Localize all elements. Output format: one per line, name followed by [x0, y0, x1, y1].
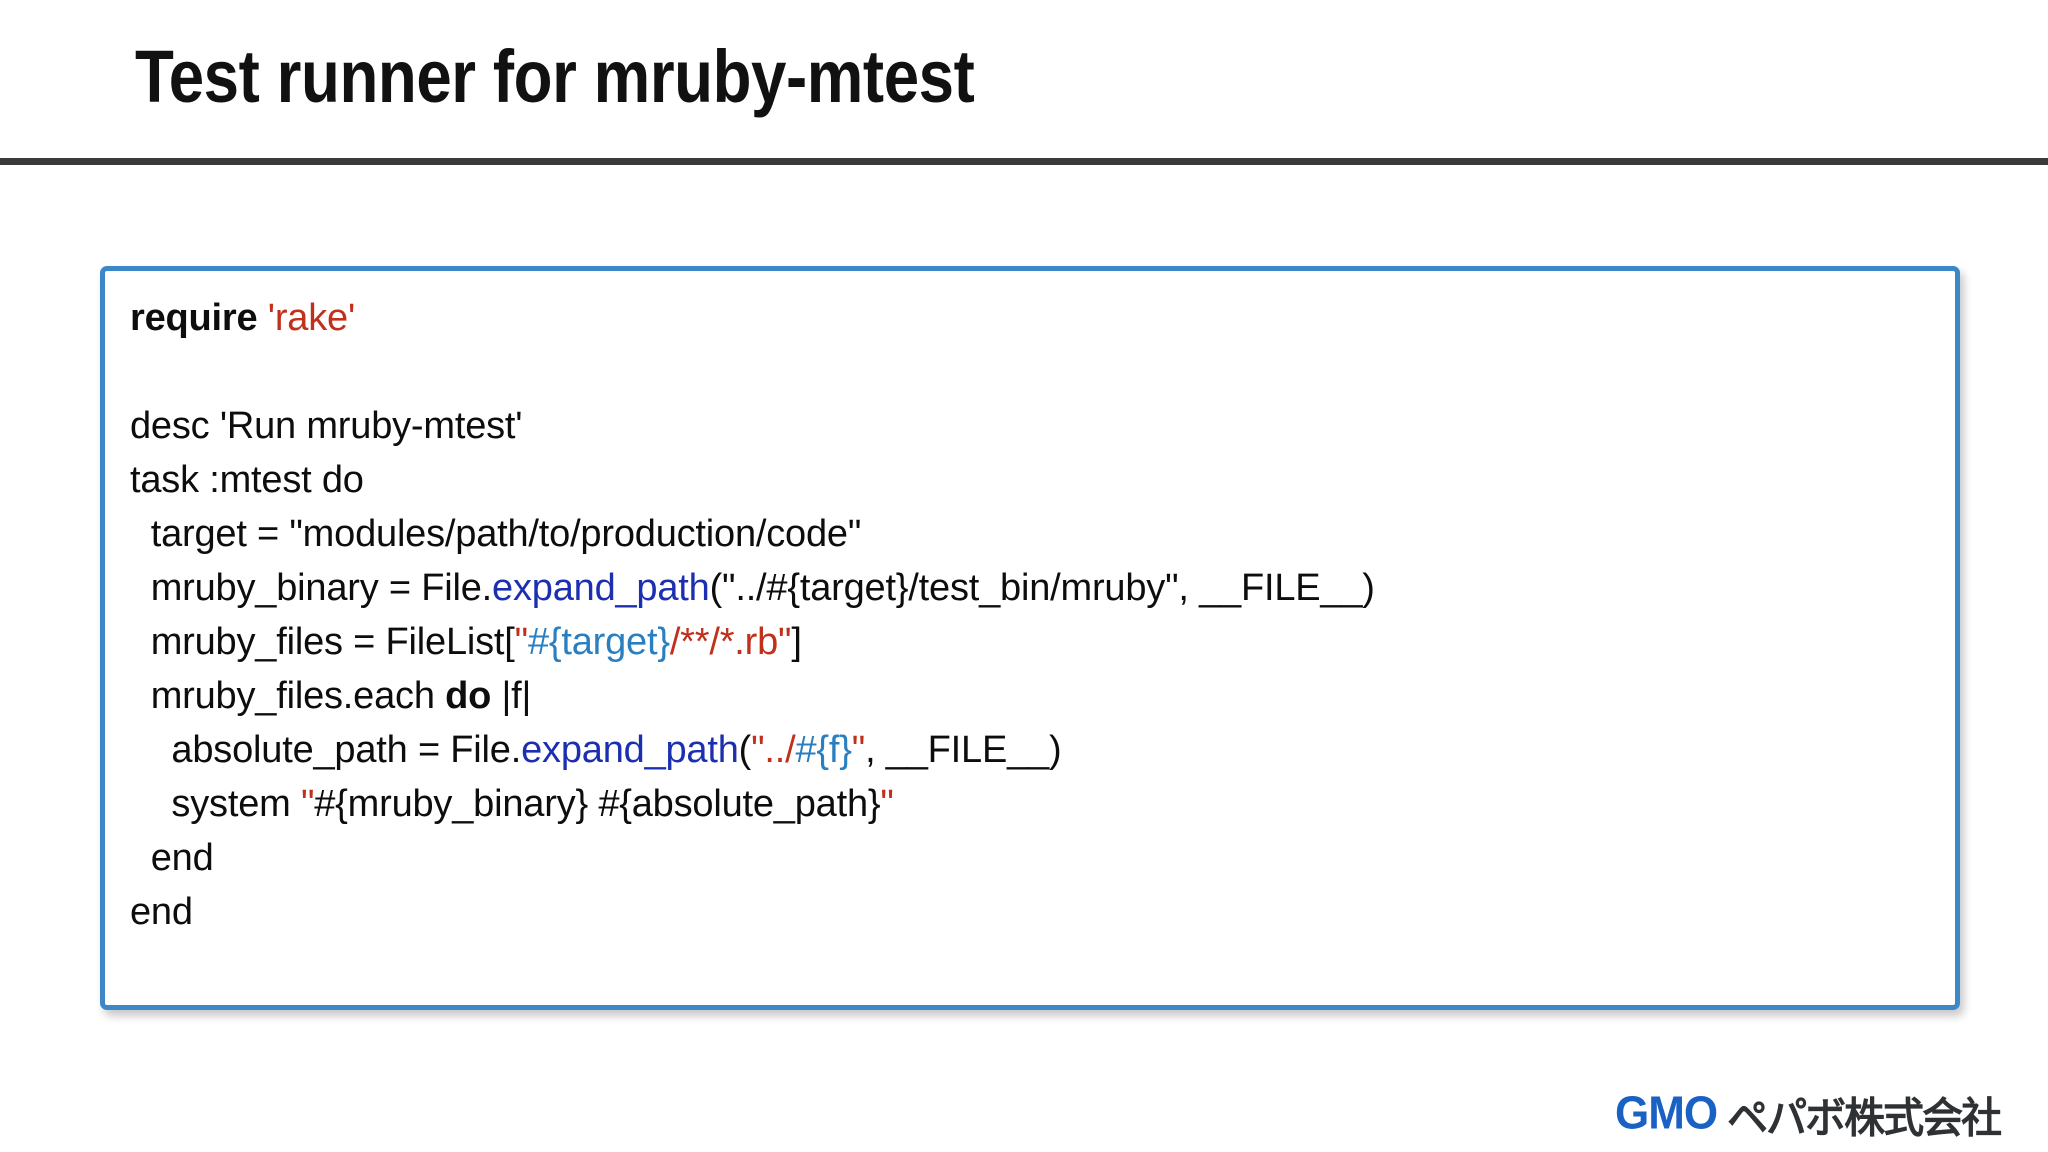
code-line: end	[130, 885, 1945, 939]
code-token-plain: mruby_binary = File.	[130, 567, 493, 609]
code-token-plain: , __FILE__)	[865, 729, 1062, 771]
code-token-plain: (	[738, 729, 752, 771]
code-token-string: "../	[751, 729, 796, 771]
code-token-interp: #{f}	[795, 729, 852, 771]
code-token-plain: ]	[791, 621, 802, 663]
code-line: mruby_files.each do |f|	[130, 669, 1945, 723]
code-token-string: "	[514, 621, 529, 663]
code-line: absolute_path = File.expand_path("../#{f…	[130, 723, 1945, 777]
logo-company-jp-text: ペパボ株式会社	[1727, 1093, 2002, 1143]
code-block-card: require 'rake' desc 'Run mruby-mtest' tas…	[100, 266, 1960, 1010]
code-line: end	[130, 831, 1945, 885]
brand-logo: GMO ペパボ株式会社	[1615, 1087, 2002, 1143]
code-line: system "#{mruby_binary} #{absolute_path}…	[130, 777, 1945, 831]
code-token-plain: |f|	[491, 675, 532, 717]
code-token-plain: mruby_files.each	[130, 675, 446, 717]
code-line: require 'rake'	[130, 291, 1945, 345]
code-token-plain: ("../#{target}/test_bin/mruby", __FILE__…	[709, 567, 1375, 609]
code-line	[130, 345, 1945, 399]
code-token-string: 'rake'	[267, 297, 356, 339]
code-token-string: "	[851, 729, 866, 771]
code-token-method: expand_path	[521, 729, 739, 771]
code-token-string: "	[880, 783, 894, 825]
code-token-plain: desc 'Run mruby-mtest'	[130, 405, 523, 447]
code-line: mruby_binary = File.expand_path("../#{ta…	[130, 561, 1945, 615]
title-divider	[0, 158, 2048, 165]
code-token-keyword: do	[445, 675, 492, 717]
code-line: mruby_files = FileList["#{target}/**/*.r…	[130, 615, 1945, 669]
code-token-keyword: require	[130, 297, 268, 339]
code-token-string: "	[300, 783, 315, 825]
code-token-interp: #{target}	[527, 621, 670, 663]
code-line: task :mtest do	[130, 453, 1945, 507]
code-token-plain: absolute_path = File.	[130, 729, 522, 771]
code-token-plain: task :mtest do	[130, 459, 364, 501]
code-token-plain: target = "modules/path/to/production/cod…	[130, 513, 862, 555]
code-token-plain: end	[130, 891, 193, 933]
code-token-plain: #{mruby_binary} #{absolute_path}	[314, 783, 881, 825]
code-token-string: /**/*.rb"	[669, 621, 792, 663]
code-token-method: expand_path	[492, 567, 710, 609]
logo-gmo-text: GMO	[1615, 1087, 1718, 1140]
code-token-plain: system	[130, 783, 301, 825]
code-token-plain: end	[130, 837, 214, 879]
code-line: target = "modules/path/to/production/cod…	[130, 507, 1945, 561]
page-title: Test runner for mruby-mtest	[135, 35, 975, 118]
code-line: desc 'Run mruby-mtest'	[130, 399, 1945, 453]
code-listing: require 'rake' desc 'Run mruby-mtest' tas…	[130, 291, 1945, 939]
code-token-plain: mruby_files = FileList[	[130, 621, 515, 663]
